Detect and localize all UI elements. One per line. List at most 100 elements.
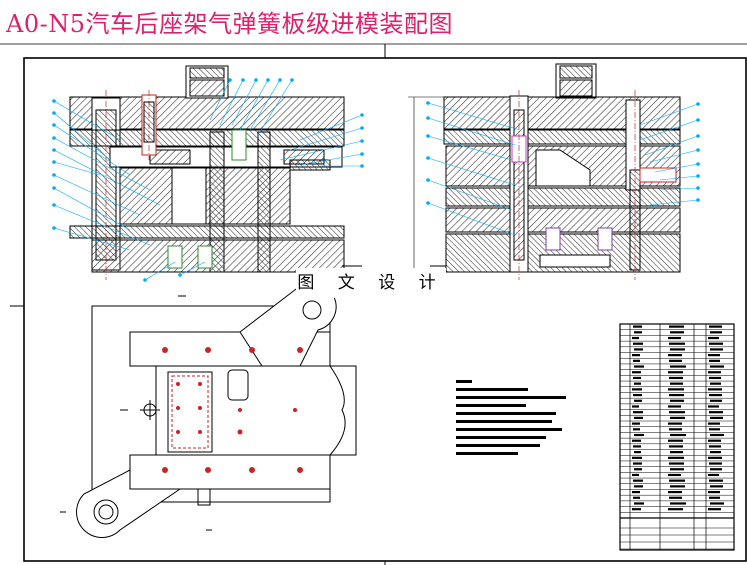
table-cell-text	[668, 456, 684, 459]
table-cell-text	[632, 354, 640, 357]
table-cell-text	[668, 439, 683, 442]
table-cell-text	[709, 479, 723, 482]
table-cell-text	[670, 399, 684, 402]
table-cell-text	[710, 399, 722, 402]
drawing-frame	[0, 43, 747, 565]
table-cell-text	[632, 473, 639, 477]
table-cell-text	[633, 359, 640, 362]
table-cell-text	[668, 336, 681, 340]
table-cell-text	[708, 473, 719, 477]
table-cell-text	[670, 433, 686, 437]
table-cell-text	[710, 348, 723, 351]
table-cell-text	[668, 354, 682, 357]
table-cell-text	[669, 462, 684, 465]
table-cell-text	[709, 325, 722, 328]
table-cell-text	[633, 411, 643, 414]
table-cell-text	[633, 325, 642, 328]
table-cell-text	[708, 388, 722, 391]
table-cell-text	[632, 508, 641, 511]
table-cell-text	[668, 388, 684, 391]
table-cell-text	[633, 376, 641, 380]
table-cell-text	[670, 451, 683, 454]
parts-list-rows	[620, 325, 734, 550]
table-cell-text	[709, 445, 721, 448]
right-section-view	[408, 63, 681, 280]
table-cell-text	[710, 416, 723, 419]
table-cell-text	[710, 451, 721, 454]
table-cell-text	[668, 490, 682, 494]
table-cell-text	[708, 405, 719, 408]
left-section-view	[69, 65, 345, 280]
table-cell-text	[668, 422, 682, 425]
table-cell-text	[710, 485, 723, 488]
table-cell-text	[632, 371, 641, 374]
table-cell-text	[708, 456, 722, 459]
table-cell-text	[634, 433, 644, 437]
table-cell-text	[670, 416, 685, 419]
table-cell-text	[633, 393, 642, 397]
table-cell-text	[708, 439, 721, 442]
table-cell-text	[709, 496, 720, 499]
table-cell-text	[669, 411, 685, 414]
table-cell-text	[669, 359, 682, 362]
table-cell-text	[632, 490, 640, 494]
table-cell-text	[632, 336, 639, 340]
table-cell-text	[670, 502, 686, 505]
table-cell-text	[669, 325, 684, 328]
table-cell-text	[633, 462, 642, 465]
table-cell-text	[633, 342, 643, 345]
table-cell-text	[634, 416, 643, 419]
plan-view	[76, 282, 357, 538]
table-cell-text	[669, 445, 683, 448]
table-cell-text	[669, 376, 683, 380]
table-cell-text	[668, 508, 683, 511]
table-cell-text	[633, 445, 641, 448]
table-cell-text	[708, 422, 720, 425]
table-cell-text	[708, 336, 719, 340]
table-cell-text	[670, 382, 683, 385]
table-cell-text	[669, 428, 682, 431]
table-cell-text	[670, 468, 684, 471]
table-cell-text	[708, 371, 721, 374]
table-cell-text	[710, 382, 721, 385]
table-cell-text	[668, 473, 681, 477]
table-cell-text	[670, 331, 684, 334]
table-cell-text	[710, 468, 722, 471]
table-cell-text	[632, 439, 641, 442]
table-cell-text	[709, 428, 720, 431]
table-cell-text	[634, 399, 642, 402]
table-cell-text	[670, 348, 685, 351]
table-cell-text	[668, 405, 681, 408]
table-cell-text	[710, 502, 724, 505]
left-leader-lines	[52, 78, 364, 282]
table-cell-text	[709, 342, 723, 345]
table-cell-text	[634, 485, 643, 488]
table-cell-text	[634, 331, 642, 334]
watermark-text: 图 文 设 计	[296, 268, 446, 298]
table-cell-text	[634, 348, 643, 351]
table-cell-text	[669, 479, 685, 482]
table-cell-text	[632, 388, 642, 391]
table-cell-text	[633, 428, 640, 431]
table-cell-text	[634, 382, 641, 385]
table-cell-text	[669, 342, 685, 345]
table-cell-text	[632, 422, 640, 425]
table-cell-text	[634, 468, 642, 471]
table-cell-text	[668, 371, 683, 374]
table-cell-text	[708, 508, 721, 511]
table-cell-text	[632, 405, 639, 408]
table-cell-text	[709, 462, 722, 465]
plan-view-holes	[162, 347, 303, 473]
table-cell-text	[633, 479, 643, 482]
table-cell-text	[710, 433, 724, 437]
table-cell-text	[709, 393, 722, 397]
table-cell-text	[708, 354, 720, 357]
table-cell-text	[709, 411, 723, 414]
table-cell-text	[710, 331, 722, 334]
table-cell-text	[709, 376, 721, 380]
technical-requirements	[456, 380, 566, 455]
table-cell-text	[670, 485, 685, 488]
table-cell-text	[708, 490, 720, 494]
table-cell-text	[669, 496, 682, 499]
